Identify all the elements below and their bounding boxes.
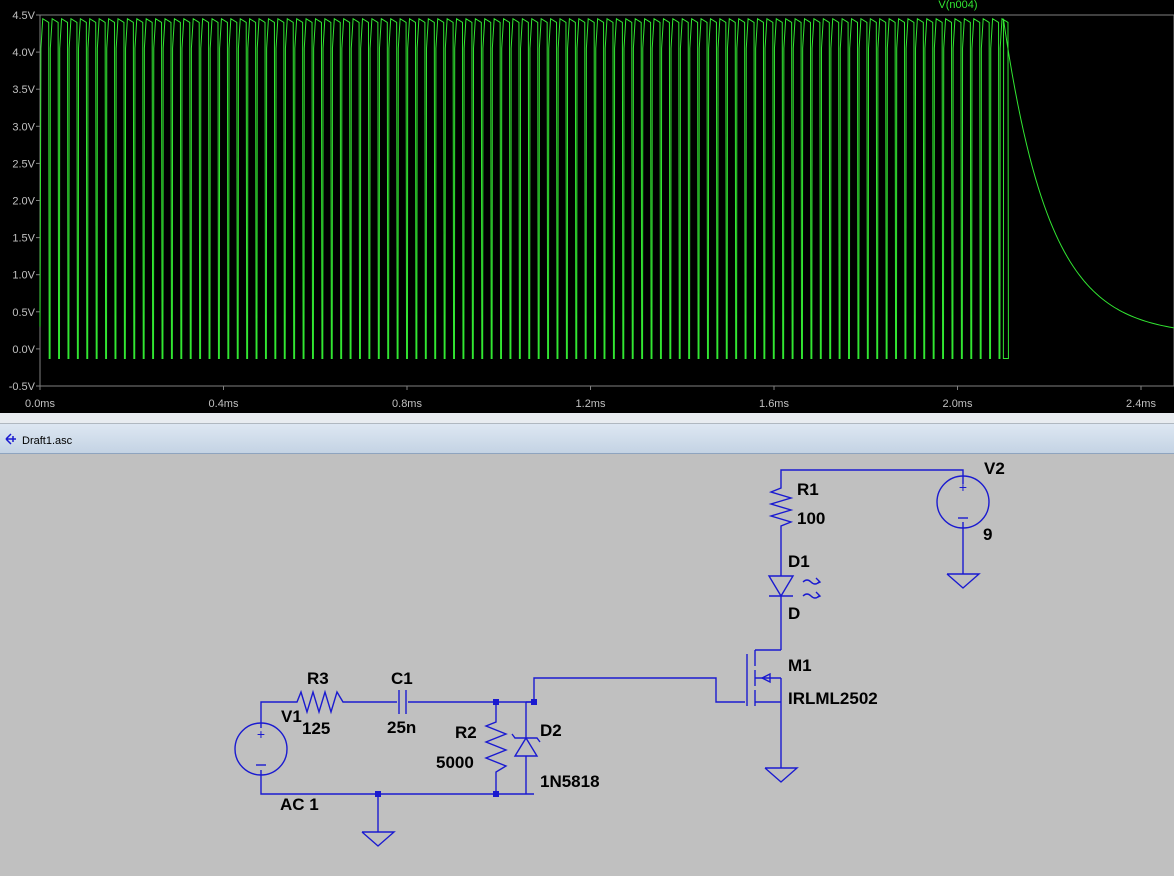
y-tick-label: 2.5V [12, 158, 35, 170]
trace-name-label[interactable]: V(n004) [938, 0, 977, 11]
y-tick-label: 4.0V [12, 47, 35, 59]
v1-name: V1 [281, 707, 302, 726]
x-tick-label: 1.6ms [759, 398, 789, 410]
x-tick-label: 0.0ms [25, 398, 55, 410]
d1-value: D [788, 604, 800, 623]
x-tick-label: 0.4ms [209, 398, 239, 410]
ground-v2 [946, 573, 981, 589]
wires [260, 469, 964, 832]
v2-value: 9 [983, 525, 992, 544]
r2-value: 5000 [436, 753, 474, 772]
resistor-r2[interactable]: R2 5000 [436, 718, 508, 778]
d2-name: D2 [540, 721, 562, 740]
x-axis: 0.0ms 0.4ms 0.8ms 1.2ms 1.6ms 2.0ms 2.4ms [25, 386, 1156, 410]
r1-value: 100 [797, 509, 825, 528]
y-tick-label: 4.5V [12, 10, 35, 22]
diode-d2[interactable]: D2 1N5818 [511, 716, 600, 791]
c1-name: C1 [391, 669, 413, 688]
resistor-r3[interactable]: R3 125 [293, 669, 347, 738]
schematic-canvas[interactable]: + V2 9 R1 100 D1 D [0, 454, 1174, 871]
pane-splitter[interactable] [0, 413, 1174, 424]
r3-name: R3 [307, 669, 329, 688]
voltage-source-v2[interactable]: + V2 9 [936, 459, 1005, 544]
m1-name: M1 [788, 656, 812, 675]
v2-name: V2 [984, 459, 1005, 478]
ground-main [361, 831, 396, 847]
y-axis: 4.5V 4.0V 3.5V 3.0V 2.5V 2.0V 1.5V 1.0V 0.5V 0.0V… [9, 10, 1174, 393]
c1-value: 25n [387, 718, 416, 737]
svg-text:+: + [959, 479, 967, 495]
svg-text:+: + [257, 726, 265, 742]
tab-label: Draft1.asc [22, 435, 73, 447]
led-d1[interactable]: D1 D [767, 552, 822, 623]
y-tick-label: 1.5V [12, 233, 35, 245]
v1-value: AC 1 [280, 795, 319, 814]
document-tab-bar: Draft1.asc [0, 424, 1174, 454]
tab-draft1[interactable]: Draft1.asc [0, 430, 80, 452]
y-tick-label: 3.5V [12, 84, 35, 96]
capacitor-c1[interactable]: C1 25n [387, 669, 416, 737]
d1-name: D1 [788, 552, 810, 571]
schematic-icon [4, 432, 18, 451]
x-tick-label: 2.4ms [1126, 398, 1156, 410]
x-tick-label: 0.8ms [392, 398, 422, 410]
trace-v-n004 [39, 17, 1174, 360]
wire-junctions [375, 699, 537, 797]
mosfet-m1[interactable]: M1 IRLML2502 [746, 649, 878, 708]
schematic-drawing[interactable]: + V2 9 R1 100 D1 D [0, 454, 1174, 871]
d2-value: 1N5818 [540, 772, 600, 791]
y-tick-label: 1.0V [12, 270, 35, 282]
waveform-viewer[interactable]: 4.5V 4.0V 3.5V 3.0V 2.5V 2.0V 1.5V 1.0V 0.5V 0.0V… [0, 0, 1174, 413]
waveform-plot[interactable]: 4.5V 4.0V 3.5V 3.0V 2.5V 2.0V 1.5V 1.0V 0.5V 0.0V… [0, 0, 1174, 413]
y-tick-label: -0.5V [9, 381, 36, 393]
voltage-source-v1[interactable]: + V1 AC 1 [234, 707, 319, 814]
resistor-r1[interactable]: R1 100 [768, 480, 825, 528]
x-tick-label: 1.2ms [576, 398, 606, 410]
r3-value: 125 [302, 719, 330, 738]
y-tick-label: 0.0V [12, 344, 35, 356]
y-tick-label: 2.0V [12, 196, 35, 208]
m1-value: IRLML2502 [788, 689, 878, 708]
r1-name: R1 [797, 480, 819, 499]
x-tick-label: 2.0ms [943, 398, 973, 410]
r2-name: R2 [455, 723, 477, 742]
ground-m1 [764, 767, 799, 783]
y-tick-label: 3.0V [12, 121, 35, 133]
y-tick-label: 0.5V [12, 307, 35, 319]
